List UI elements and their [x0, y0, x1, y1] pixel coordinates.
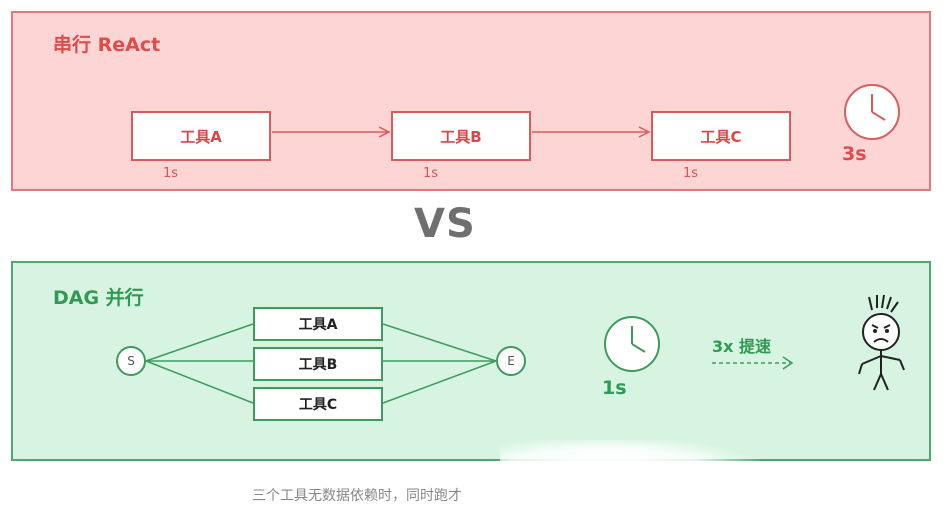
serial-panel: 串行 ReAct 工具A 工具B 工具C 1s 1s 1s 3s	[11, 11, 931, 191]
dashed-arrow-icon	[712, 356, 794, 370]
dag-tool-c: 工具C	[253, 387, 383, 421]
serial-duration-a: 1s	[163, 166, 179, 181]
dag-tool-b: 工具B	[253, 347, 383, 381]
end-node: E	[496, 346, 526, 376]
dag-edges	[145, 323, 497, 404]
dag-total-time: 1s	[602, 377, 627, 399]
serial-arrows	[272, 126, 651, 138]
serial-tool-a: 工具A	[131, 111, 271, 161]
clock-icon	[844, 84, 900, 140]
vs-label: VS	[414, 201, 476, 247]
watermark-fade	[500, 440, 760, 514]
start-node: S	[116, 346, 146, 376]
clock-icon	[604, 316, 660, 372]
speedup-label: 3x 提速	[712, 337, 772, 356]
caption-text: 三个工具无数据依赖时，同时跑才	[252, 488, 462, 504]
serial-duration-b: 1s	[423, 166, 439, 181]
serial-duration-c: 1s	[683, 166, 699, 181]
dag-title: DAG 并行	[53, 287, 144, 309]
dag-panel: DAG 并行 S E 工具A 工具B 工具C 1s 3x 提速	[11, 261, 931, 461]
serial-total-time: 3s	[842, 143, 867, 165]
serial-tool-c: 工具C	[651, 111, 791, 161]
stick-figure-icon	[858, 294, 905, 391]
serial-title: 串行 ReAct	[53, 34, 161, 56]
dag-tool-a: 工具A	[253, 307, 383, 341]
serial-tool-b: 工具B	[391, 111, 531, 161]
